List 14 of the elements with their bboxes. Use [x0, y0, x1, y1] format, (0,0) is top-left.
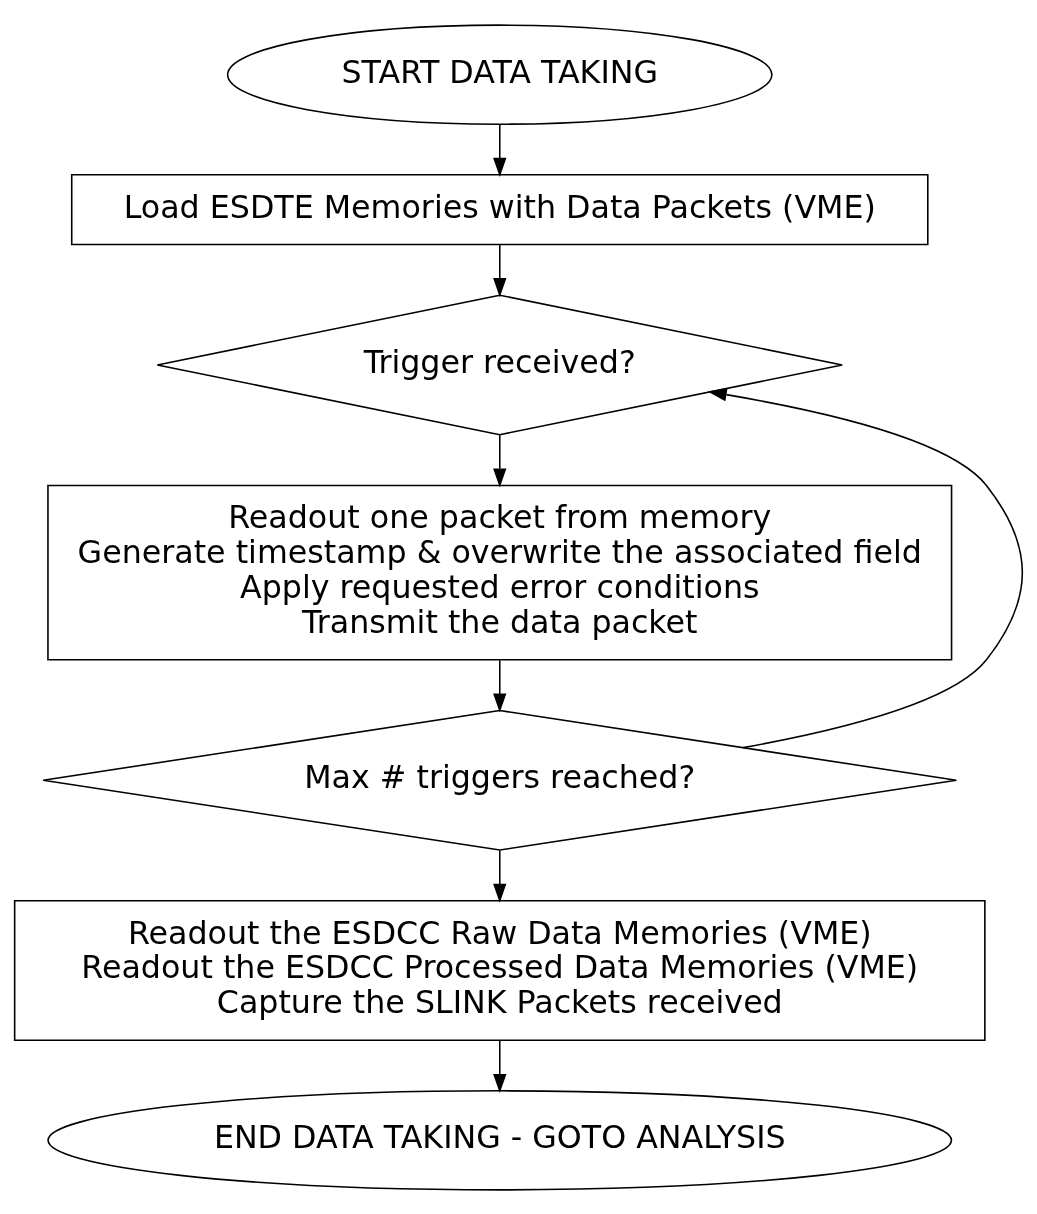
arrow: [493, 1039, 507, 1093]
node-diamond: Max # triggers reached?: [42, 709, 958, 851]
node-box: Load ESDTE Memories with Data Packets (VME): [70, 173, 929, 245]
node-ellipse: END DATA TAKING - GOTO ANALYSIS: [47, 1089, 953, 1191]
node-box: Readout the ESDCC Raw Data Memories (VME) Readout the ESDCC Processed Data Memories (VME) Capture the SLINK Packets received: [13, 899, 986, 1041]
node-box: Readout one packet from memory Generate timestamp & overwrite the associated field Apply requested error conditions Transmit the data packet: [47, 484, 953, 661]
arrow: [707, 387, 1024, 748]
node-ellipse: START DATA TAKING: [226, 23, 773, 125]
arrow: [493, 849, 507, 903]
arrow: [493, 243, 507, 297]
node-diamond: Trigger received?: [156, 293, 843, 435]
arrow: [493, 433, 507, 488]
arrow: [493, 123, 507, 177]
arrow: [493, 659, 507, 712]
